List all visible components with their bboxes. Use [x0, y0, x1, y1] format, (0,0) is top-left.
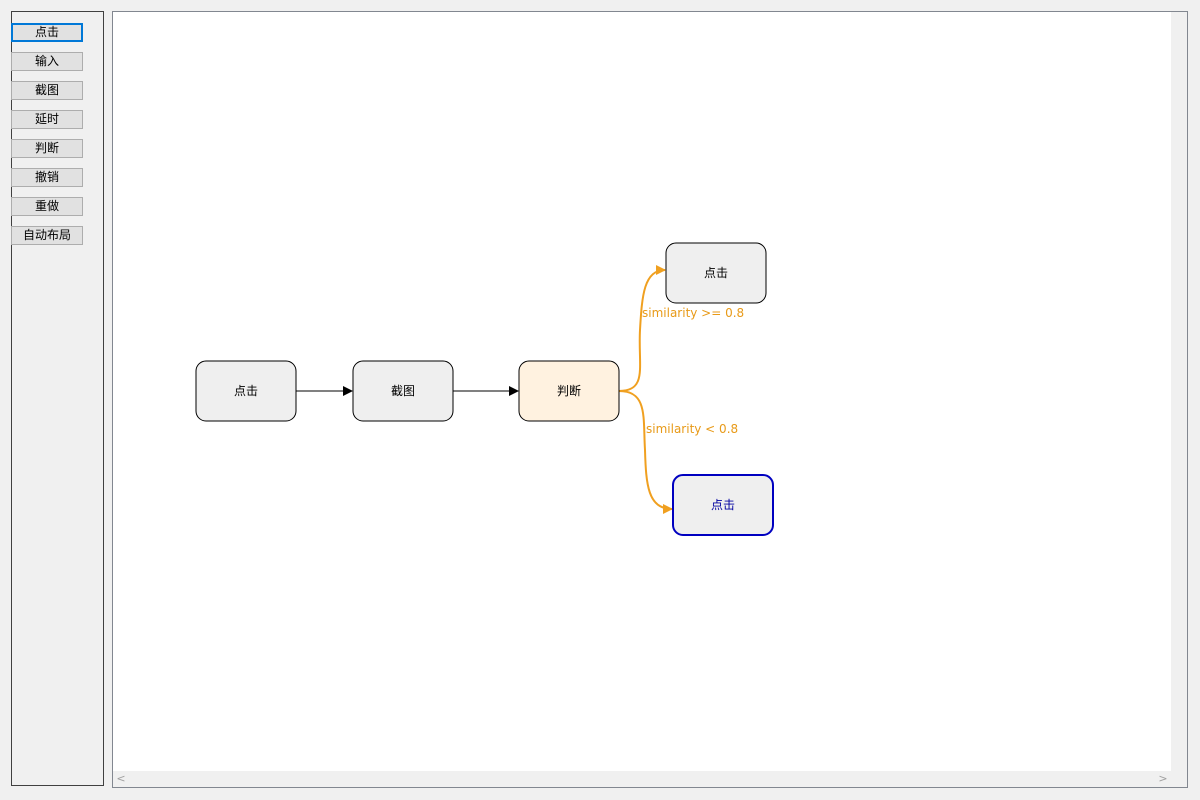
- scroll-corner: [1171, 771, 1187, 787]
- screenshot-button[interactable]: 截图: [11, 81, 83, 100]
- auto-layout-button[interactable]: 自动布局: [11, 226, 83, 245]
- flow-canvas[interactable]: similarity >= 0.8 similarity < 0.8 点击 截图…: [112, 11, 1188, 788]
- node-label: 截图: [391, 384, 415, 398]
- input-button[interactable]: 输入: [11, 52, 83, 71]
- edge-branch-true[interactable]: [618, 265, 666, 392]
- node-label: 点击: [234, 384, 258, 398]
- node-click-false-selected[interactable]: 点击: [672, 474, 774, 536]
- scroll-left-arrow[interactable]: <: [116, 772, 126, 785]
- edge-label-false: similarity < 0.8: [646, 422, 738, 436]
- undo-button[interactable]: 撤销: [11, 168, 83, 187]
- vertical-scrollbar[interactable]: [1171, 12, 1187, 771]
- delay-button[interactable]: 延时: [11, 110, 83, 129]
- node-click-start[interactable]: 点击: [195, 360, 297, 422]
- node-judge[interactable]: 判断: [518, 360, 620, 422]
- node-label: 点击: [704, 266, 728, 280]
- node-label: 判断: [557, 383, 581, 398]
- click-button[interactable]: 点击: [11, 23, 83, 42]
- judge-button[interactable]: 判断: [11, 139, 83, 158]
- node-label: 点击: [711, 498, 735, 512]
- node-screenshot[interactable]: 截图: [352, 360, 454, 422]
- edge-branch-false[interactable]: [618, 390, 673, 514]
- node-click-true[interactable]: 点击: [665, 242, 767, 304]
- flow-diagram: similarity >= 0.8 similarity < 0.8 点击 截图…: [195, 242, 774, 536]
- scroll-right-arrow[interactable]: >: [1158, 772, 1168, 785]
- edge-label-true: similarity >= 0.8: [642, 306, 744, 320]
- redo-button[interactable]: 重做: [11, 197, 83, 216]
- horizontal-scrollbar[interactable]: < >: [113, 771, 1171, 787]
